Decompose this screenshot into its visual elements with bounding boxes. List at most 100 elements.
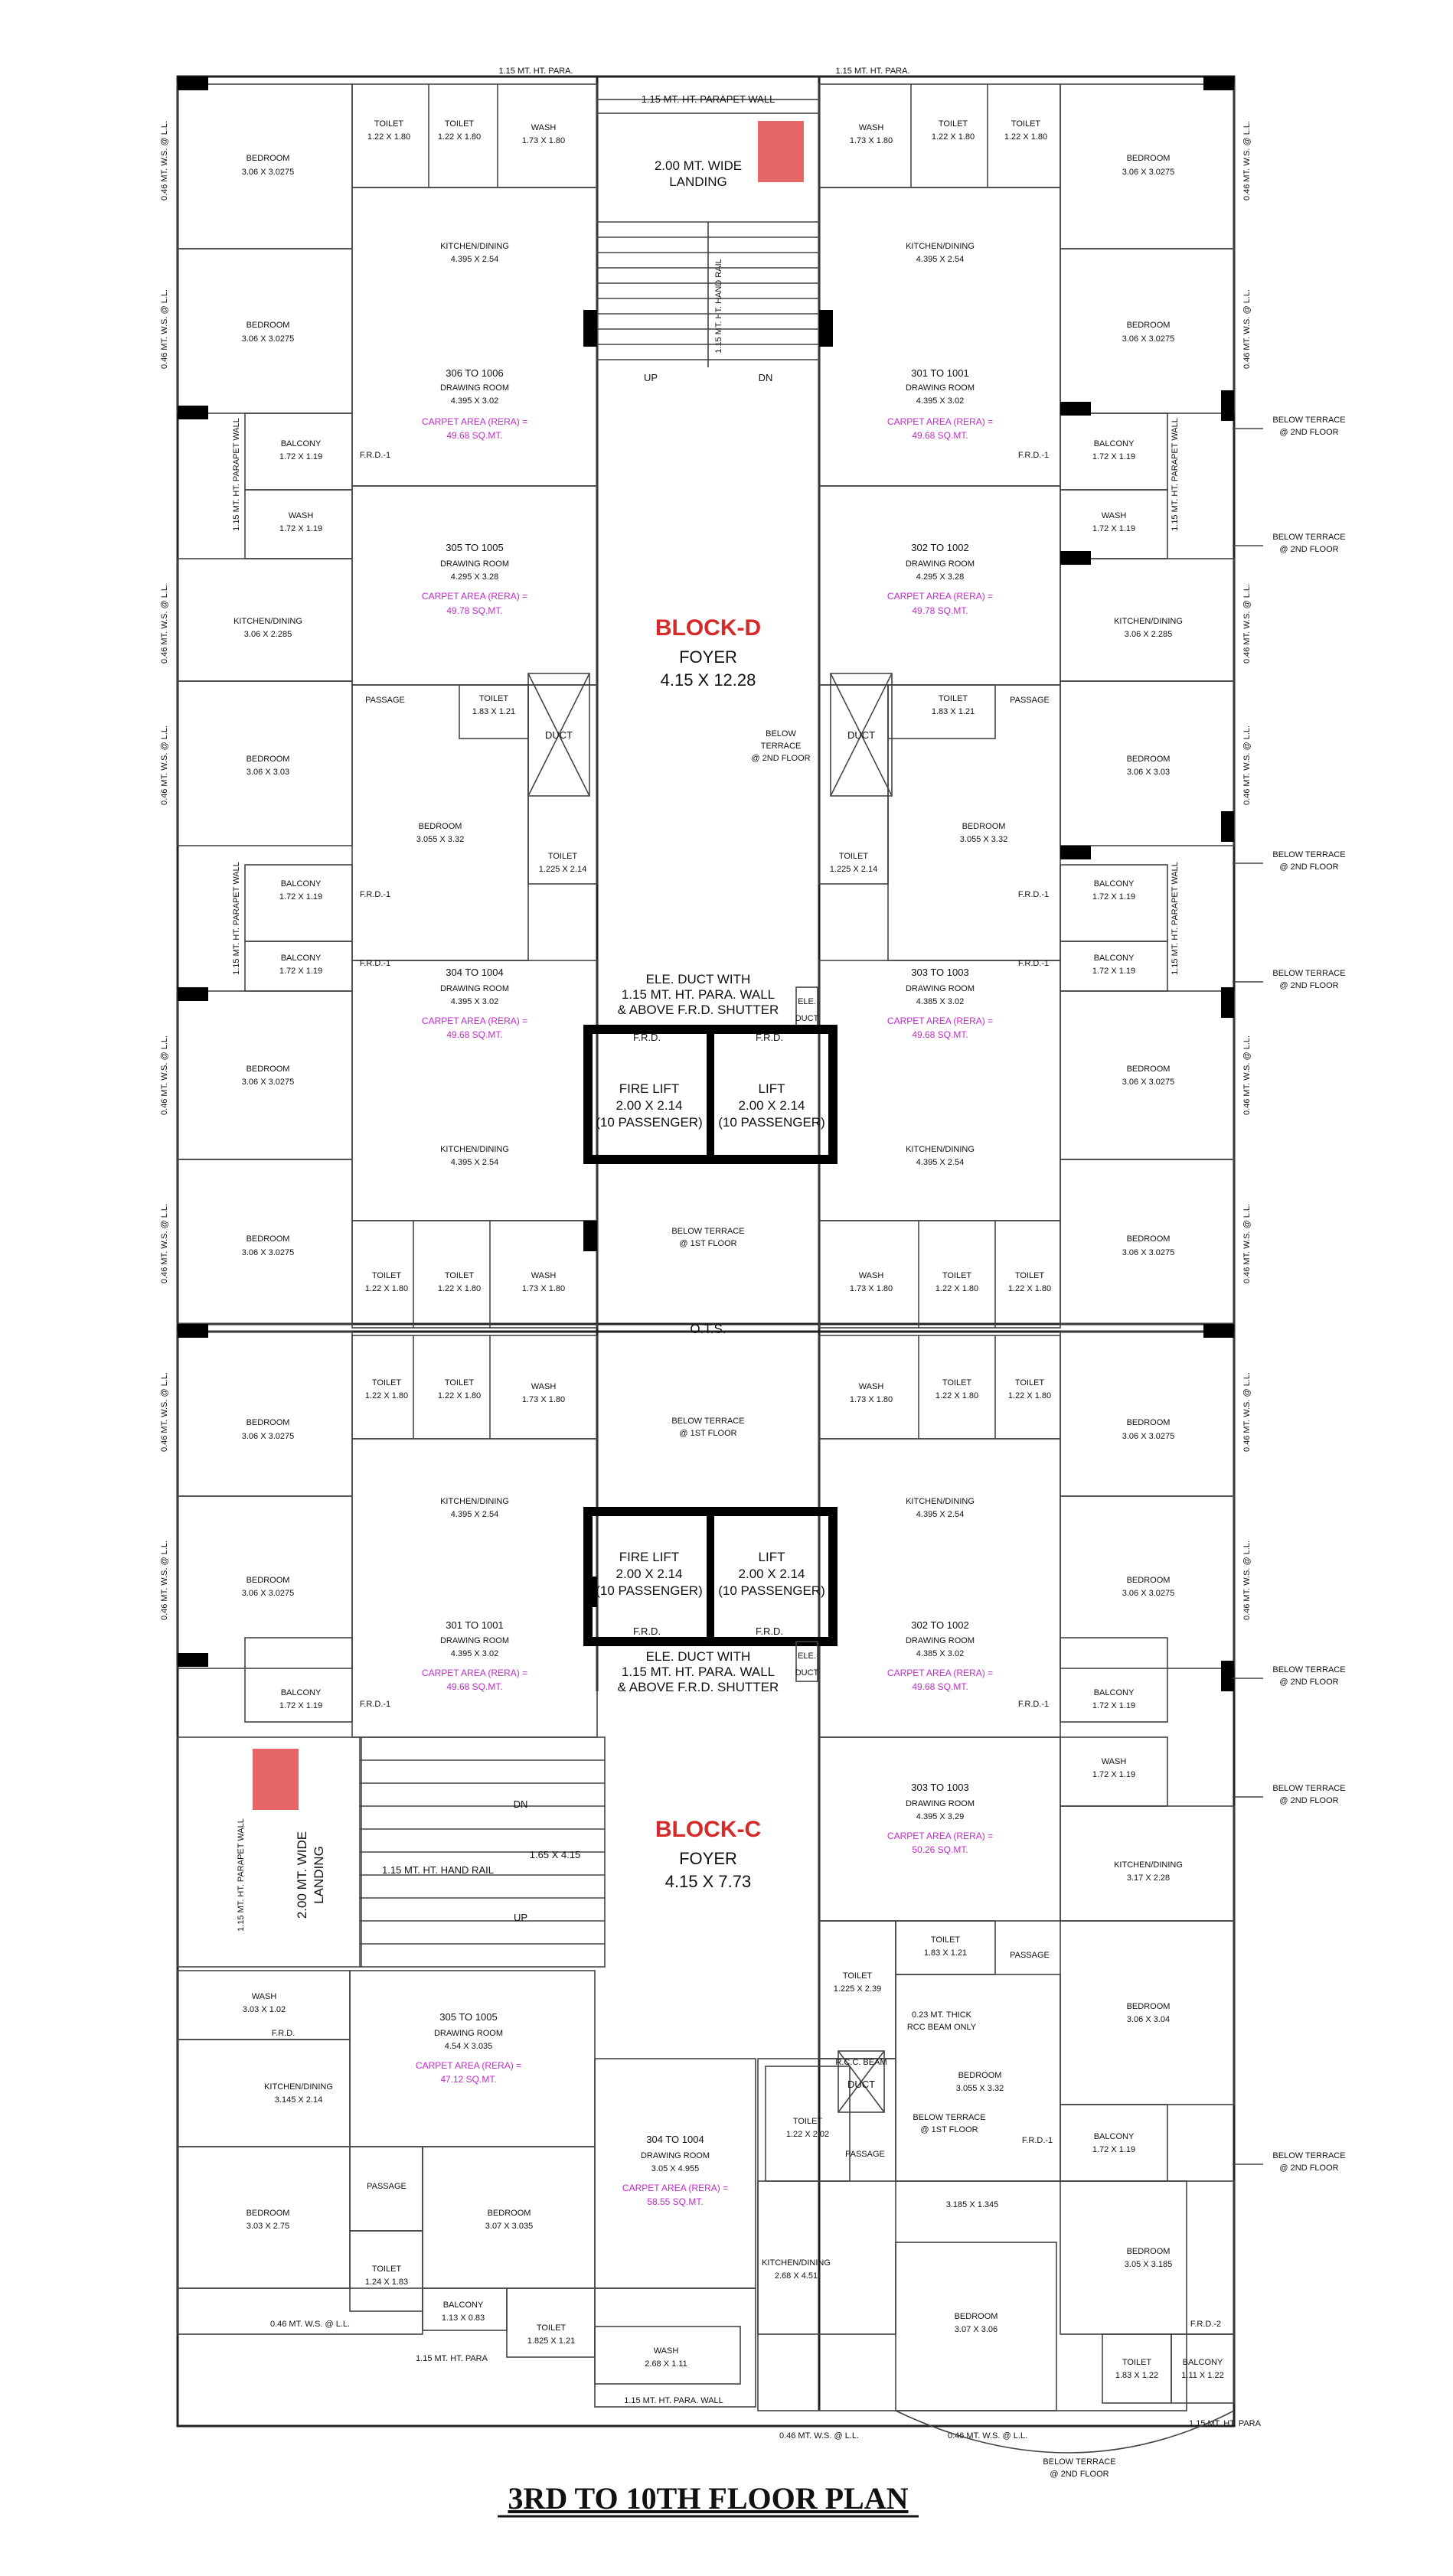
wash-size: 2.68 X 1.11 <box>645 2359 687 2369</box>
frd-label: F.R.D.-1 <box>360 451 390 460</box>
bedroom-size: 3.03 X 2.75 <box>247 2222 289 2231</box>
passage-label: PASSAGE <box>365 696 405 705</box>
wash-label: WASH <box>1102 1757 1127 1766</box>
stair-dn-label: DN <box>759 372 773 383</box>
window-sill-note: 0.46 MT. W.S. @ L.L. <box>160 1035 169 1115</box>
bedroom-size: 3.06 X 3.0275 <box>1122 1248 1175 1257</box>
hand-rail-label: 1.15 MT. HT. HAND RAIL <box>714 259 723 353</box>
bedroom-size: 3.06 X 3.0275 <box>1122 1432 1175 1441</box>
unit-area: 49.68 SQ.MT. <box>912 1681 968 1692</box>
unit-carpet: CARPET AREA (RERA) = <box>887 1668 993 1678</box>
block-c-title: BLOCK-C <box>655 1817 761 1842</box>
window-sill-note: 0.46 MT. W.S. @ L.L. <box>160 289 169 369</box>
kitchen-label: KITCHEN/DINING <box>264 2082 333 2092</box>
lift-size: 2.00 X 2.14 <box>739 1567 805 1581</box>
unit-size: 3.05 X 4.955 <box>651 2164 699 2173</box>
toilet-size: 1.22 X 1.80 <box>367 132 410 142</box>
bedroom-label: BEDROOM <box>1127 1418 1171 1427</box>
wash-label: WASH <box>252 1992 277 2001</box>
unit-code: 301 TO 1001 <box>911 367 968 379</box>
landing-label-2: LANDING <box>669 174 727 189</box>
bedroom-label: BEDROOM <box>488 2209 531 2218</box>
frd-label: F.R.D.-2 <box>1190 2320 1221 2329</box>
bedroom-label: BEDROOM <box>419 822 462 831</box>
unit-size: 4.54 X 3.035 <box>445 2042 492 2051</box>
kitchen-size: 3.06 X 2.285 <box>244 630 292 639</box>
bedroom-label: BEDROOM <box>1127 1065 1171 1074</box>
landing-label-1: 2.00 MT. WIDE <box>295 1831 309 1919</box>
wash-label: WASH <box>531 1271 557 1280</box>
ele-label: ELE. <box>798 997 816 1006</box>
unit-area: 47.12 SQ.MT. <box>440 2074 496 2085</box>
stair-dn-label: DN <box>514 1798 528 1810</box>
fire-lift-size: 2.00 X 2.14 <box>616 1567 683 1581</box>
bedroom-size: 3.06 X 3.0275 <box>1122 1589 1175 1598</box>
balcony-label: BALCONY <box>1183 2358 1223 2367</box>
toilet-size: 1.22 X 1.80 <box>365 1284 408 1293</box>
wash-label: WASH <box>531 123 557 132</box>
toilet-size: 1.22 X 1.80 <box>438 1284 481 1293</box>
bedroom-label: BEDROOM <box>955 2312 998 2321</box>
top-stairs <box>597 121 819 367</box>
below-terrace-note: BELOW TERRACE <box>1272 969 1345 978</box>
unit-room: DRAWING ROOM <box>641 2151 710 2160</box>
below-terrace-label: @ 2ND FLOOR <box>751 754 810 763</box>
para-right-label: 1.15 MT. HT. PARA. <box>836 67 910 76</box>
wash-size: 3.03 X 1.02 <box>243 2005 286 2014</box>
ele-duct-label: DUCT <box>795 1014 819 1023</box>
toilet-label: TOILET <box>1011 119 1041 129</box>
wash-size: 1.73 X 1.80 <box>522 1284 565 1293</box>
duct-label: DUCT <box>847 2079 875 2090</box>
balcony-size: 1.72 X 1.19 <box>1092 892 1135 902</box>
window-sill-note: 0.46 MT. W.S. @ L.L. <box>1242 1204 1252 1283</box>
stair-size-label: 1.65 X 4.15 <box>530 1849 581 1860</box>
unit-carpet: CARPET AREA (RERA) = <box>622 2183 728 2193</box>
unit-carpet: CARPET AREA (RERA) = <box>416 2060 521 2071</box>
ele-duct-note: & ABOVE F.R.D. SHUTTER <box>618 1680 779 1694</box>
beam-note: RCC BEAM ONLY <box>907 2023 977 2032</box>
frd-label: F.R.D. <box>633 1625 661 1637</box>
balcony-label: BALCONY <box>281 879 322 889</box>
block-d-foyer-size: 4.15 X 12.28 <box>661 670 756 690</box>
block-c-foyer-size: 4.15 X 7.73 <box>665 1872 752 1891</box>
window-sill-note: 0.46 MT. W.S. @ L.L. <box>1242 726 1252 805</box>
lift-capacity: (10 PASSENGER) <box>718 1115 825 1130</box>
parapet-note: 1.15 MT. HT. PARA. WALL <box>624 2396 723 2405</box>
plan-title: 3RD TO 10TH FLOOR PLAN <box>508 2481 908 2516</box>
unit-room: DRAWING ROOM <box>906 559 975 569</box>
unit-size: 4.295 X 3.28 <box>451 572 498 582</box>
kitchen-label: KITCHEN/DINING <box>1114 617 1183 626</box>
below-terrace-note: BELOW TERRACE <box>1272 416 1345 425</box>
block-d-right-labels: BEDROOM 3.06 X 3.0275 WASH 1.73 X 1.80 T… <box>830 119 1183 1710</box>
kitchen-label: KITCHEN/DINING <box>440 242 509 251</box>
bedroom-size: 3.06 X 3.0275 <box>242 1248 295 1257</box>
lift-capacity: (10 PASSENGER) <box>718 1583 825 1598</box>
unit-room: DRAWING ROOM <box>440 383 509 393</box>
toilet-size: 1.22 X 1.80 <box>1008 1391 1051 1400</box>
bedroom-size: 3.055 X 3.32 <box>416 835 464 844</box>
fire-lift-capacity: (10 PASSENGER) <box>596 1583 703 1598</box>
frd-label: F.R.D.-1 <box>1022 2136 1053 2145</box>
window-sill-note: 0.46 MT. W.S. @ L.L. <box>160 1204 169 1283</box>
wash-size: 1.73 X 1.80 <box>850 1284 893 1293</box>
bedroom-size: 3.07 X 3.06 <box>955 2325 998 2334</box>
below-terrace-label: BELOW TERRACE <box>671 1417 744 1426</box>
block-d-left <box>177 77 598 1738</box>
unit-size: 4.395 X 3.29 <box>916 1812 964 1821</box>
unit-size: 4.395 X 3.02 <box>451 396 498 406</box>
balcony-size: 1.72 X 1.19 <box>1092 967 1135 976</box>
parapet-note: 1.15 MT. HT. PARAPET WALL <box>1171 862 1180 975</box>
kitchen-label: KITCHEN/DINING <box>906 1145 975 1154</box>
below-terrace-floor: @ 2ND FLOOR <box>1279 981 1338 990</box>
below-terrace-floor: @ 2ND FLOOR <box>1279 1796 1338 1805</box>
block-d-foyer: FOYER <box>679 647 737 667</box>
frd-label: F.R.D.-1 <box>1018 890 1049 899</box>
block-d-center: BLOCK-D FOYER 4.15 X 12.28 DUCT DUCT BEL… <box>527 615 893 1694</box>
size-label: 3.185 X 1.345 <box>946 2200 999 2209</box>
balcony-label: BALCONY <box>281 954 322 963</box>
toilet-size: 1.22 X 1.80 <box>935 1391 978 1400</box>
frd-label: F.R.D. <box>272 2029 295 2038</box>
wash-label: WASH <box>289 511 314 520</box>
balcony-label: BALCONY <box>1094 879 1135 889</box>
